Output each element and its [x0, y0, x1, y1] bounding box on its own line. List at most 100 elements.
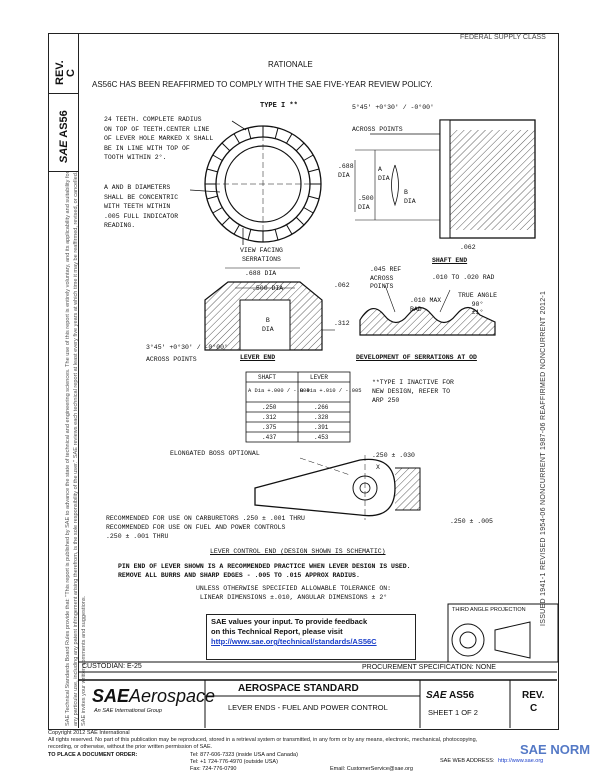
left-docnum-text: AS56: [58, 110, 70, 138]
feedback-link[interactable]: http://www.sae.org/technical/standards/A…: [211, 637, 377, 646]
title-rev-value: C: [530, 703, 538, 714]
dim-text: **TYPE I INACTIVE FOR: [372, 379, 454, 386]
third-angle-label: THIRD ANGLE PROJECTION: [452, 607, 526, 613]
dim-062: .062: [460, 244, 476, 251]
table-cell: .391: [314, 424, 329, 431]
feedback-line1: SAE values your input. To provide feedba…: [211, 617, 368, 626]
table-cell: .266: [314, 404, 329, 411]
dim-text: VIEW FACING: [240, 247, 283, 254]
rad-010-020: .010 TO .020 RAD: [432, 274, 495, 281]
dia-a: A DIA: [378, 165, 390, 183]
sae-aerospace-logo: SAEAerospace: [92, 686, 215, 707]
custodian: CUSTODIAN: E-25: [82, 663, 142, 670]
dim-text: RAD: [410, 305, 422, 313]
angle-top: 5°45' +0°30' / -0°00': [352, 104, 434, 111]
dim-text: B: [404, 189, 408, 196]
left-docnum: SAE AS56: [58, 110, 70, 163]
dim-text: .688: [338, 163, 354, 170]
aerospace-standard-title: AEROSPACE STANDARD: [238, 683, 359, 694]
drawing-frame: [48, 33, 559, 730]
table-header-lever: LEVER: [310, 374, 329, 381]
dim-text: DIA: [262, 326, 274, 333]
table-cell: .437: [262, 434, 277, 441]
note-line: ON TOP OF TEETH.CENTER LINE: [104, 125, 210, 133]
doc-number: AS56: [448, 690, 474, 701]
dia-b: B DIA: [404, 188, 416, 206]
note-line: RECOMMENDED FOR USE ON CARBURETORS .250 …: [106, 515, 305, 522]
web-address-label: SAE WEB ADDRESS:: [440, 758, 495, 764]
federal-supply-class: FEDERAL SUPPLY CLASS: [460, 34, 546, 41]
shaft-end-label: SHAFT END: [432, 257, 468, 264]
footer-line: Copyright 2012 SAE International: [48, 730, 130, 736]
type-inactive-note: **TYPE I INACTIVE FOR NEW DESIGN, REFER T…: [372, 378, 454, 405]
type-label: TYPE I **: [260, 102, 298, 110]
recommended-notes: RECOMMENDED FOR USE ON CARBURETORS .250 …: [106, 514, 305, 541]
left-docnum-box: [48, 93, 78, 172]
note-24-teeth: 24 TEETH. COMPLETE RADIUS ON TOP OF TEET…: [104, 115, 213, 163]
web-address-url[interactable]: http://www.sae.org: [498, 758, 544, 764]
note-line: OF LEVER HOLE MARKED X SHALL: [104, 135, 214, 142]
note-line: UNLESS OTHERWISE SPECIFIED ALLOWABLE TOL…: [196, 585, 392, 592]
dim-text: POINTS: [370, 283, 394, 290]
x-mark: X: [376, 464, 380, 471]
dim-text: DIA: [378, 175, 390, 182]
dim-250-005: .250 ± .005: [450, 518, 493, 525]
sheet-number: SHEET 1 OF 2: [428, 708, 478, 717]
sae-norm-watermark: SAE NORM: [520, 742, 591, 757]
rationale-heading: RATIONALE: [268, 60, 313, 69]
note-line: BE IN LINE WITH TOP OF: [104, 144, 190, 152]
note-line: REMOVE ALL BURRS AND SHARP EDGES - .005 …: [118, 572, 360, 579]
dim-text: .500: [358, 195, 374, 202]
email: Email: CustomerService@sae.org: [330, 766, 413, 772]
aerospace-logo-text: Aerospace: [129, 686, 216, 706]
dim-text: TRUE ANGLE: [458, 292, 498, 299]
footer-line: recording, or otherwise, without the pri…: [48, 744, 213, 750]
note-line: A AND B DIAMETERS: [104, 184, 171, 191]
title-rev-label: REV.: [522, 690, 545, 701]
feedback-line2: on this Technical Report, please visit: [211, 627, 343, 636]
left-strip: REV. C SAE AS56: [48, 33, 79, 728]
table-header-shaft: SHAFT: [258, 374, 277, 381]
dia-688-lever: .688 DIA: [245, 270, 277, 277]
tel-us: Tel: 877-606-7323 (inside USA and Canada…: [190, 752, 298, 758]
note-line: 24 TEETH. COMPLETE RADIUS: [104, 116, 202, 123]
note-line: LINEAR DIMENSIONS ±.010, ANGULAR DIMENSI…: [199, 594, 388, 601]
table-cell: .375: [262, 424, 277, 431]
dim-text: A: [378, 166, 382, 173]
dim-text: ACROSS: [370, 274, 394, 282]
pin-note: PIN END OF LEVER SHOWN IS A RECOMMENDED …: [118, 562, 411, 580]
sae-logo-text: SAE: [92, 686, 130, 706]
copyright-footer: Copyright 2012 SAE International All rig…: [48, 730, 477, 751]
dim-text: NEW DESIGN, REFER TO: [372, 388, 451, 395]
rationale-text: AS56C HAS BEEN REAFFIRMED TO COMPLY WITH…: [92, 80, 433, 89]
dim-text: .010 MAX: [410, 297, 442, 304]
tel-intl: Tel: +1 724-776-4970 (outside USA): [190, 759, 278, 765]
feedback-box: SAE values your input. To provide feedba…: [206, 614, 416, 660]
lever-control-label: LEVER CONTROL END (DESIGN SHOWN IS SCHEM…: [210, 548, 386, 555]
dev-serrations-label: DEVELOPMENT OF SERRATIONS AT OD: [356, 354, 477, 361]
table-cell: .453: [314, 434, 329, 441]
note-line: PIN END OF LEVER SHOWN IS A RECOMMENDED …: [118, 563, 411, 570]
dim-text: .045 REF: [370, 266, 402, 273]
dim-250-030: .250 ± .030: [372, 452, 415, 459]
title-sae-mark: SAE: [426, 690, 447, 701]
document-title: LEVER ENDS - FUEL AND POWER CONTROL: [228, 703, 388, 712]
procurement-spec: PROCUREMENT SPECIFICATION: NONE: [362, 664, 496, 671]
left-rev-box: [48, 33, 78, 94]
table-cell: .250: [262, 404, 277, 411]
note-line: WITH TEETH WITHIN: [104, 203, 171, 210]
angle-bottom: 3°45' +0°30' / -0°00': [146, 344, 228, 351]
order-label: TO PLACE A DOCUMENT ORDER:: [48, 752, 138, 758]
fax: Fax: 724-776-0790: [190, 766, 237, 772]
dim-text: ±1°: [471, 309, 484, 316]
note-line: SHALL BE CONCENTRIC: [104, 193, 179, 201]
dim-text: DIA: [404, 198, 416, 205]
note-line: .250 ± .001 THRU: [106, 533, 169, 540]
dim-text: 90°: [471, 300, 484, 308]
